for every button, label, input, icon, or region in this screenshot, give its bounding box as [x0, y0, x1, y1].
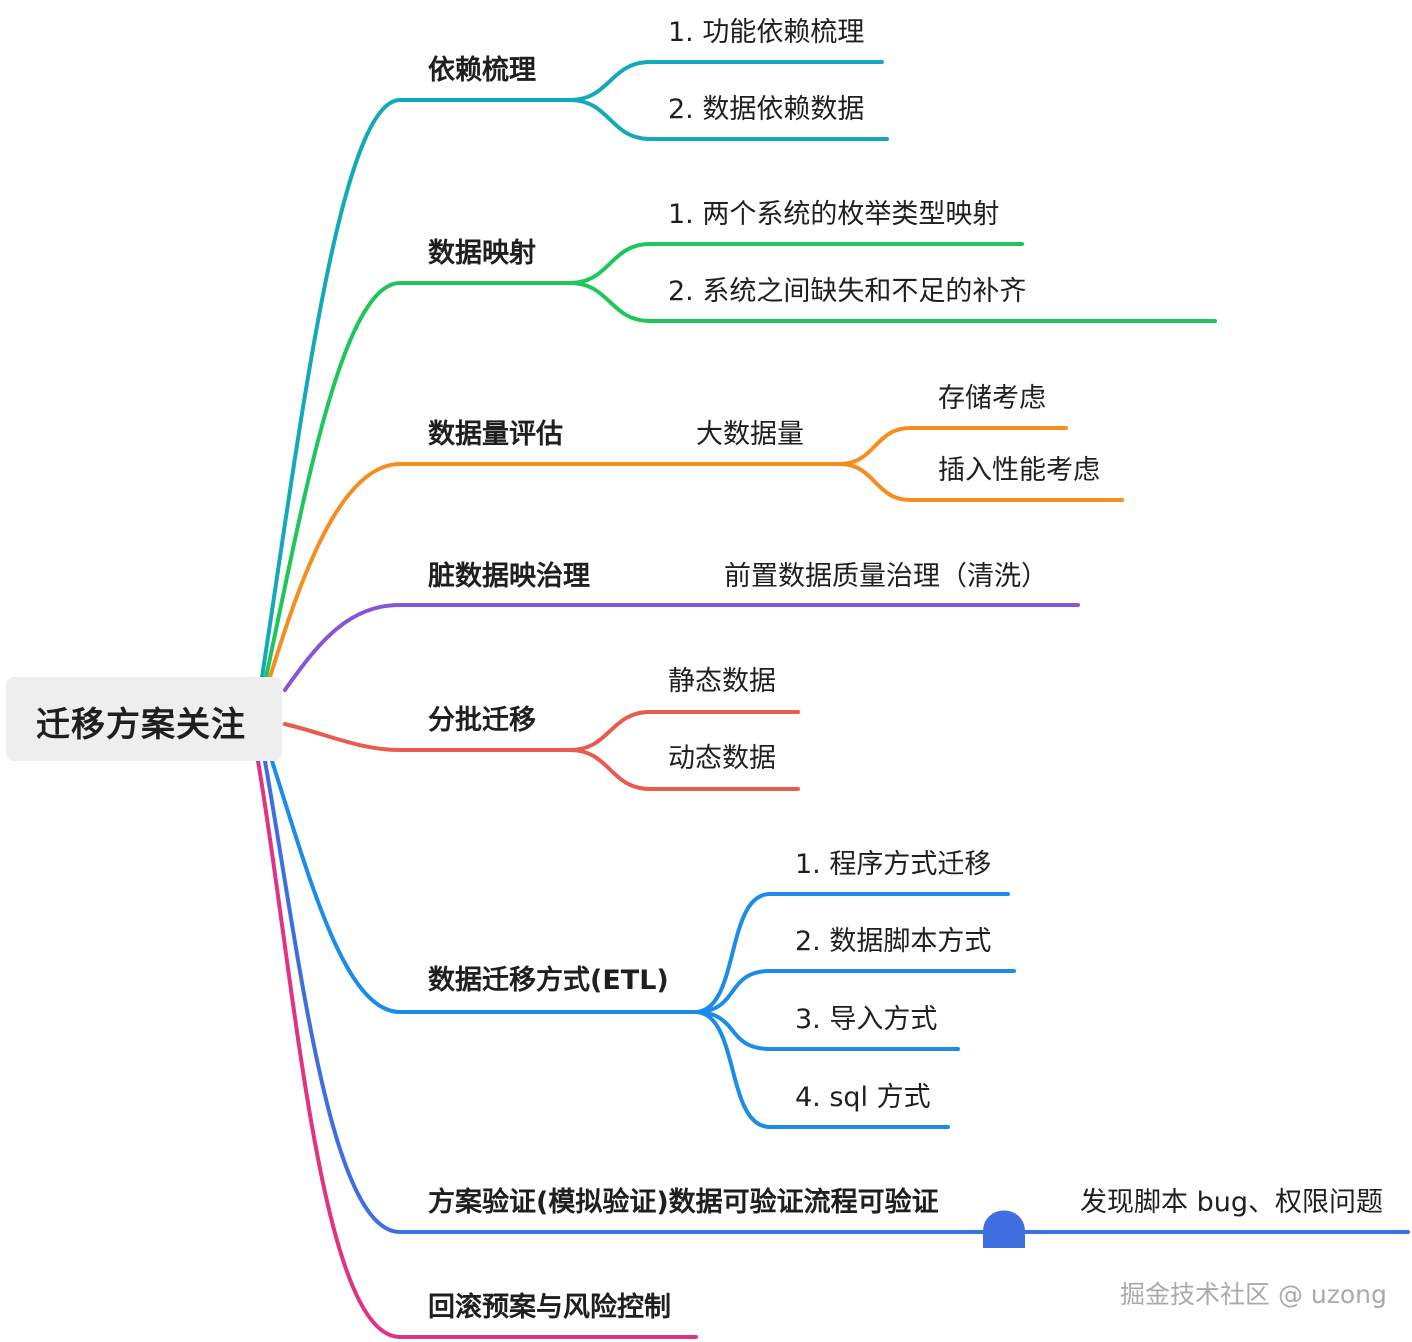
- etl-child-4[interactable]: 4. sql 方式: [795, 1082, 931, 1113]
- branch-verification-label[interactable]: 方案验证(模拟验证)数据可验证流程可验证: [428, 1187, 939, 1218]
- volume-grandchild-1[interactable]: 存储考虑: [938, 383, 1046, 414]
- branch-connectors-3: [268, 426, 1124, 679]
- branch-mapping-label[interactable]: 数据映射: [428, 238, 536, 269]
- connector-dependency-child-2: [568, 98, 889, 141]
- etl-child-3[interactable]: 3. 导入方式: [795, 1004, 938, 1035]
- branch-etl-label[interactable]: 数据迁移方式(ETL): [428, 965, 669, 996]
- connector-root-to-dependency: [260, 98, 572, 679]
- watermark: 掘金技术社区 @ uzong: [1120, 1280, 1387, 1309]
- etl-child-2[interactable]: 2. 数据脚本方式: [795, 926, 992, 957]
- connector-etl-child-2: [693, 969, 1016, 1014]
- volume-child[interactable]: 大数据量: [696, 419, 804, 450]
- root-node-label: 迁移方案关注: [36, 705, 246, 745]
- dirty-data-child[interactable]: 前置数据质量治理（清洗）: [724, 561, 1048, 592]
- connector-mapping-child-2: [568, 281, 1217, 323]
- branch-connectors-2: [264, 242, 1217, 679]
- connector-etl-child-4: [693, 1010, 950, 1129]
- connector-root-to-volume: [268, 462, 842, 679]
- connector-etl-child-3: [693, 1010, 960, 1051]
- branch-dirty-data-label[interactable]: 脏数据映治理: [428, 561, 590, 592]
- branch-batch-label[interactable]: 分批迁移: [428, 705, 536, 736]
- connector-root-to-mapping: [264, 281, 572, 679]
- connector-dependency-child-1: [568, 60, 884, 102]
- batch-child-1[interactable]: 静态数据: [668, 666, 776, 697]
- batch-child-2[interactable]: 动态数据: [668, 743, 776, 774]
- connector-root-to-batch: [283, 722, 572, 752]
- verification-child[interactable]: 发现脚本 bug、权限问题: [1080, 1187, 1383, 1218]
- dependency-child-1[interactable]: 1. 功能依赖梳理: [668, 17, 865, 48]
- connector-mapping-child-1: [568, 242, 1024, 285]
- connector-volume-grandchild-2: [838, 462, 1124, 502]
- connector-volume-grandchild-1: [838, 426, 1068, 466]
- branch-connectors-5: [283, 710, 800, 791]
- branch-volume-label[interactable]: 数据量评估: [428, 419, 563, 450]
- connector-etl-child-1: [693, 892, 1010, 1014]
- branch-connectors-6: [270, 759, 1016, 1129]
- collapse-toggle[interactable]: [983, 1210, 1025, 1248]
- volume-grandchild-2[interactable]: 插入性能考虑: [938, 455, 1100, 486]
- branch-dependency-label[interactable]: 依赖梳理: [428, 55, 536, 86]
- dependency-child-2[interactable]: 2. 数据依赖数据: [668, 94, 865, 125]
- branch-rollback-label[interactable]: 回滚预案与风险控制: [428, 1292, 671, 1323]
- connector-batch-child-1: [568, 710, 800, 752]
- mapping-child-1[interactable]: 1. 两个系统的枚举类型映射: [668, 199, 1000, 230]
- connector-root-to-rollback: [256, 759, 698, 1339]
- branch-connectors-1: [260, 60, 889, 679]
- root-node[interactable]: [6, 677, 282, 761]
- connector-batch-child-2: [568, 748, 800, 791]
- connector-root-to-etl: [270, 759, 697, 1014]
- mapping-child-2[interactable]: 2. 系统之间缺失和不足的补齐: [668, 276, 1027, 307]
- connector-root-to-dirty-data: [283, 603, 1080, 692]
- connector-root-to-verification: [263, 759, 1410, 1234]
- branch-connectors-7: [263, 759, 1410, 1248]
- etl-child-1[interactable]: 1. 程序方式迁移: [795, 849, 992, 880]
